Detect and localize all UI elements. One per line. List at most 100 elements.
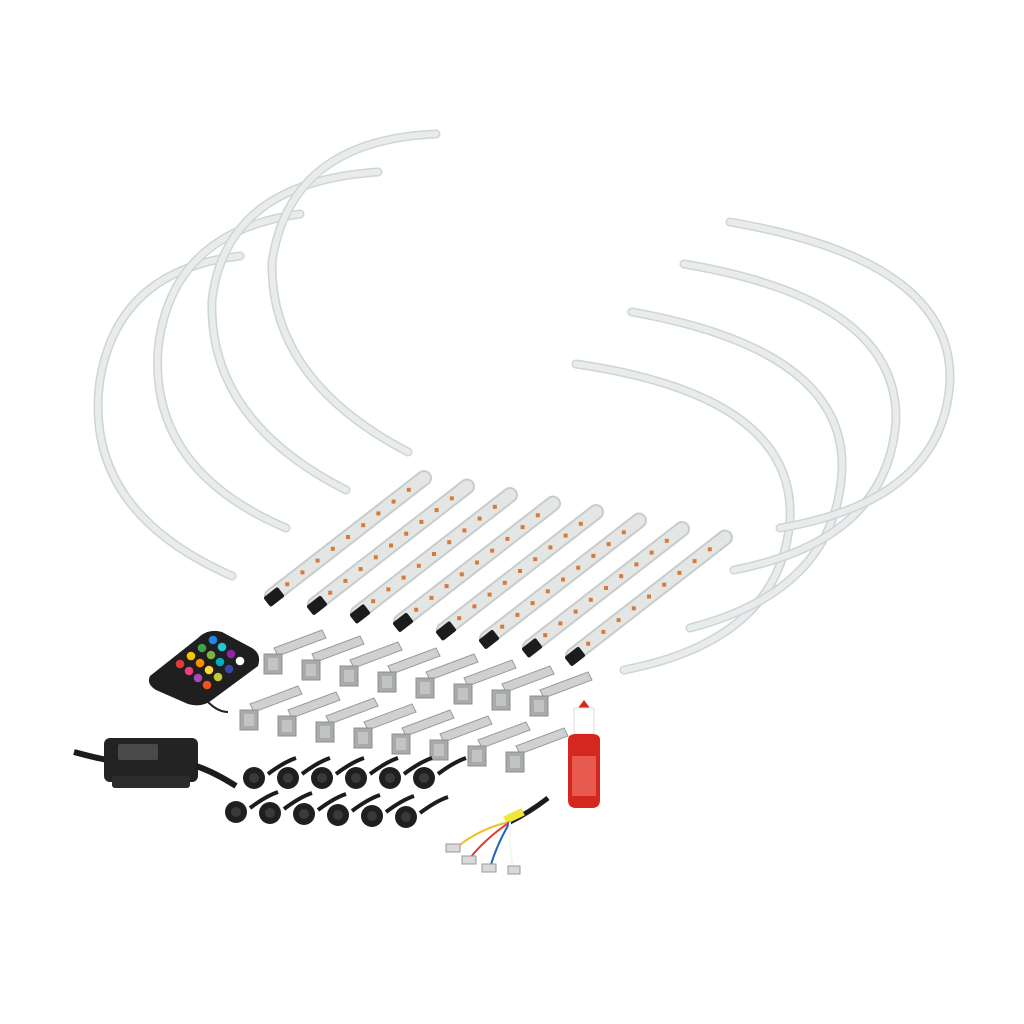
remote-button-14 [213,672,223,682]
bracket-arm [515,727,569,755]
led-chip [404,531,409,536]
power-cable [73,749,109,763]
led-chip [533,557,538,562]
led-chip [434,508,439,513]
connector-4 [345,756,399,789]
bracket-arm [273,629,327,657]
led-chip [429,595,434,600]
bracket-arm [249,685,303,713]
bracket-9 [239,685,303,731]
bracket-10 [277,691,341,737]
control-box [73,738,238,789]
connector-socket [299,809,309,819]
led-chip [449,496,454,501]
led-chip [373,555,378,560]
led-chip [414,607,419,612]
bracket-arm [387,647,441,675]
led-chip [285,582,290,587]
connector-socket [283,773,293,783]
bracket-face [306,664,316,676]
bracket-face [320,726,330,738]
led-chip [300,570,305,575]
remote-button-7 [206,650,216,660]
connector-socket [367,811,377,821]
remote-body [148,630,260,706]
wheel-ring-left-4-edge [267,129,441,457]
led-strip-end-cap [522,638,542,658]
connector-socket [231,807,241,817]
remote-button-11 [215,657,225,667]
remote-lanyard [207,701,229,713]
wheel-ring-right-2 [629,309,846,631]
led-chip [518,569,522,573]
led-chip [677,570,682,575]
led-chip [530,601,535,606]
led-chip [502,580,507,585]
led-strips [264,470,733,666]
led-chip [505,536,510,541]
remote-button-1 [175,659,185,669]
bracket-15 [467,721,531,767]
led-strip-4 [393,495,561,632]
harness-label [503,808,525,824]
bracket-16 [505,727,569,773]
wheel-ring-left-3 [208,169,381,493]
led-chip [563,533,568,538]
bracket-face [420,682,430,694]
led-chip [664,538,669,543]
led-chip [330,546,335,551]
led-chip [578,521,583,526]
led-chip [662,582,667,587]
led-chip [389,543,393,548]
wheel-ring-right-3 [681,261,900,573]
bracket-2 [301,635,365,681]
led-chip [621,530,626,535]
wheel-rings-left [93,129,441,581]
wheel-ring-left-4 [268,131,439,455]
remote-button-3 [197,643,207,653]
remote-button-13 [202,680,212,690]
wheel-ring-right-4 [727,219,954,531]
led-chip [606,542,611,547]
terminal-2 [461,855,477,865]
connector-cable [350,793,381,813]
led-chip [634,562,639,567]
connector-cable [282,791,313,811]
led-chip [561,577,565,582]
bracket-arm [539,671,593,699]
led-chip [361,523,366,528]
connector-cable [248,790,279,810]
led-strip-end-cap [565,646,585,666]
connector-10 [327,793,381,826]
wire-red [469,821,511,859]
remote-button-10 [204,665,214,675]
connector-cable [266,756,297,776]
bracket-arm [463,659,517,687]
led-chip [459,572,464,577]
bracket-arm [425,653,479,681]
led-chip [472,604,477,609]
connector-socket [419,773,429,783]
led-chip [447,540,452,545]
waterproof-connectors [225,756,467,828]
bracket-face [510,756,520,768]
wheel-ring-left-3-edge [207,167,383,495]
bracket-face [382,676,392,688]
mounting-brackets [239,629,593,773]
bracket-arm [311,635,365,663]
connector-cable [300,756,331,776]
led-chip [462,528,467,533]
connector-socket [351,773,361,783]
led-chip [391,499,396,504]
led-chip [419,519,424,524]
bracket-13 [391,709,455,755]
led-chip [432,552,436,556]
connector-2 [277,756,331,789]
connector-socket [401,812,411,822]
led-chip [371,599,376,604]
led-strip-end-cap [479,629,499,649]
connector-cable [316,792,347,812]
bracket-3 [339,641,403,687]
terminal-1 [445,843,461,853]
led-chip [707,547,712,552]
